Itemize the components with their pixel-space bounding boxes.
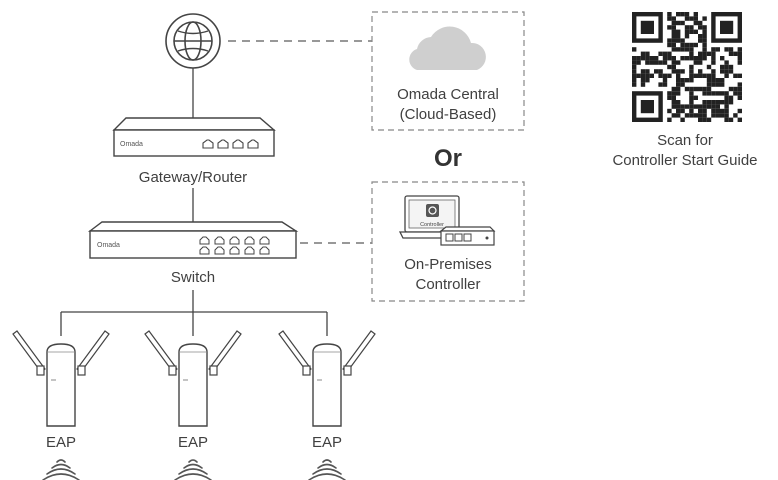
switch-port <box>229 236 240 245</box>
eap-body <box>46 343 76 427</box>
cloud-icon <box>409 26 486 70</box>
premises-controller-box <box>371 181 525 302</box>
switch-port <box>199 236 210 245</box>
gateway-router-icon: Omada <box>112 117 276 157</box>
switch-logo-text: Omada <box>97 242 120 249</box>
eap-label: EAP <box>312 434 342 451</box>
eap-label: EAP <box>46 434 76 451</box>
eap-antennas <box>144 330 242 376</box>
wifi-signal-icon <box>42 459 80 480</box>
switch-port <box>214 246 225 255</box>
eap-antennas <box>278 330 376 376</box>
cloud-controller-box <box>371 11 525 131</box>
eap-label: EAP <box>178 434 208 451</box>
eap-body <box>312 343 342 427</box>
wifi-signal-icon <box>174 459 212 480</box>
or-label: Or <box>434 145 462 172</box>
switch-port <box>244 246 255 255</box>
eap-device: EAP <box>278 330 376 480</box>
switch-port <box>259 246 270 255</box>
switch-port <box>244 236 255 245</box>
qr-label-line2: Controller Start Guide <box>612 152 757 169</box>
premises-controller-label-line1: On-Premises <box>404 256 492 273</box>
premises-controller-label-line2: Controller <box>415 276 480 293</box>
qr-label-line1: Scan for <box>657 132 713 149</box>
eap-device: EAP <box>12 330 110 480</box>
laptop-screen-text: Controller <box>420 222 444 228</box>
gateway-logo-text: Omada <box>120 141 143 148</box>
eap-device: EAP <box>144 330 242 480</box>
switch-port <box>199 246 210 255</box>
gateway-router-label: Gateway/Router <box>139 169 247 186</box>
cloud-controller-label-line1: Omada Central <box>397 86 499 103</box>
eap-antennas <box>12 330 110 376</box>
switch-label: Switch <box>171 269 215 286</box>
switch-port <box>214 236 225 245</box>
hardware-controller-icon <box>439 226 496 246</box>
wifi-signal-icon <box>308 459 346 480</box>
eap-group: EAP EAP EAP <box>12 330 376 480</box>
cloud-controller-label-line2: (Cloud-Based) <box>400 106 497 123</box>
globe-icon <box>165 13 221 69</box>
qr-code-icon <box>632 12 742 122</box>
eap-body <box>178 343 208 427</box>
switch-icon: Omada <box>87 221 299 259</box>
switch-port <box>229 246 240 255</box>
switch-port <box>259 236 270 245</box>
